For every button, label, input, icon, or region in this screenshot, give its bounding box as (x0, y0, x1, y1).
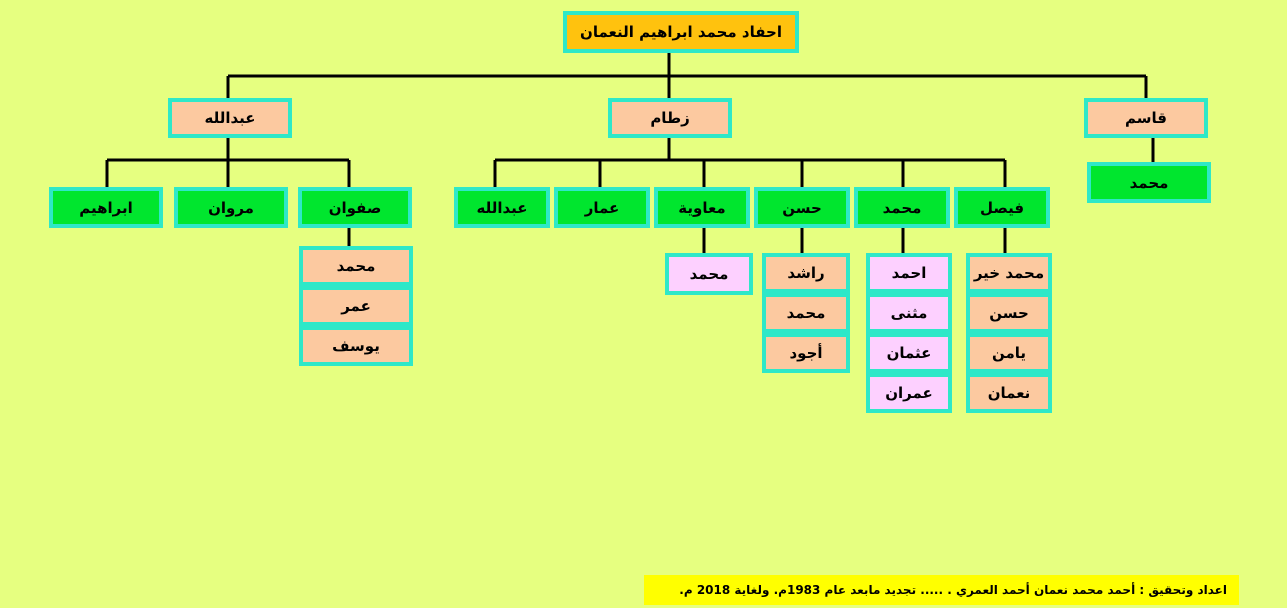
great-grandson-faisal-1: محمد خير (966, 253, 1052, 293)
grandson-ammar: عمار (554, 187, 650, 228)
grandson-qasem-mohammed: محمد (1087, 162, 1211, 203)
great-grandson-mohammed-3: عثمان (866, 333, 952, 373)
great-grandson-hasan-2: محمد (762, 293, 850, 333)
grandson-marwan: مروان (174, 187, 288, 228)
great-grandson-mohammed-1: احمد (866, 253, 952, 293)
son-abdullah: عبدالله (168, 98, 292, 138)
great-grandson-muawiya-1: محمد (665, 253, 753, 295)
great-grandson-faisal-2: حسن (966, 293, 1052, 333)
root-node: احفاد محمد ابراهيم النعمان (563, 11, 799, 53)
grandson-ibrahim: ابراهيم (49, 187, 163, 228)
great-grandson-hasan-1: راشد (762, 253, 850, 293)
great-grandson-mohammed-2: مثنى (866, 293, 952, 333)
grandson-mohammed: محمد (854, 187, 950, 228)
great-grandson-safwan-2: عمر (299, 286, 413, 326)
great-grandson-safwan-1: محمد (299, 246, 413, 286)
footer-credit: اعداد وتحقيق : أحمد محمد نعمان أحمد العم… (644, 575, 1239, 605)
grandson-abdullah: عبدالله (454, 187, 550, 228)
great-grandson-faisal-4: نعمان (966, 373, 1052, 413)
great-grandson-faisal-3: يامن (966, 333, 1052, 373)
grandson-safwan: صفوان (298, 187, 412, 228)
grandson-muawiya: معاوية (654, 187, 750, 228)
son-qasem: قاسم (1084, 98, 1208, 138)
son-zatam: زطام (608, 98, 732, 138)
grandson-faisal: فيصل (954, 187, 1050, 228)
great-grandson-hasan-3: أجود (762, 333, 850, 373)
grandson-hasan: حسن (754, 187, 850, 228)
great-grandson-mohammed-4: عمران (866, 373, 952, 413)
great-grandson-safwan-3: يوسف (299, 326, 413, 366)
